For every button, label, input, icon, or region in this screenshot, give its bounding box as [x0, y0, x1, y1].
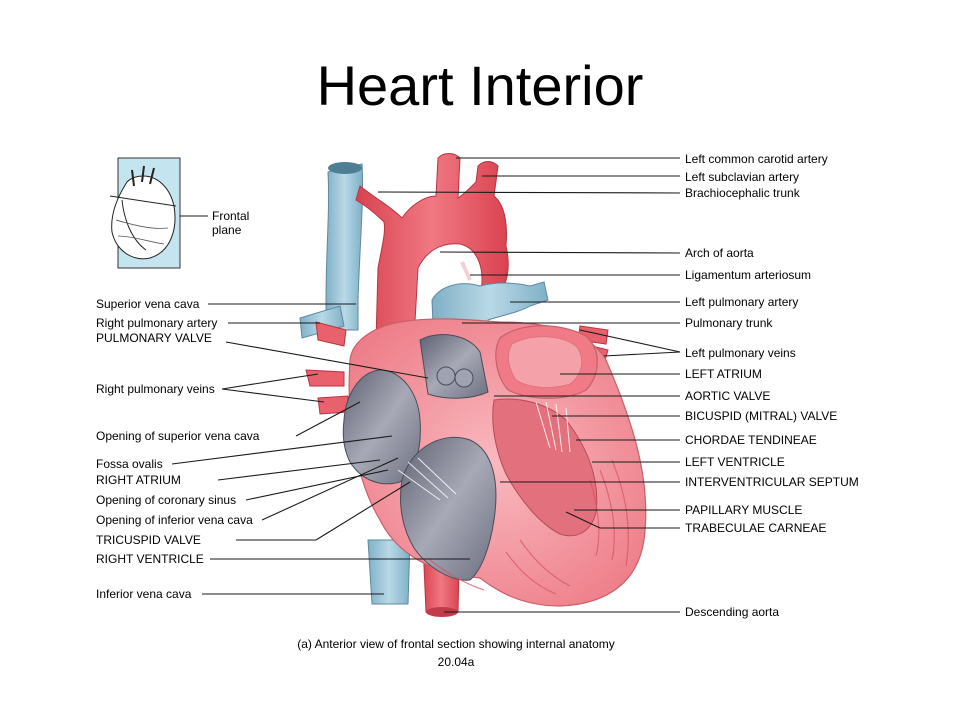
label-pulmonary-trunk: Pulmonary trunk [685, 316, 773, 330]
label-pulmonary-valve: PULMONARY VALVE [96, 331, 212, 345]
aorta-arch-shape [355, 153, 509, 341]
label-right-atrium: RIGHT ATRIUM [96, 473, 181, 487]
figure-caption: (a) Anterior view of frontal section sho… [297, 637, 615, 651]
label-trabeculae-carneae: TRABECULAE CARNEAE [685, 521, 826, 535]
labels-right: Left common carotid artery Left subclavi… [685, 152, 859, 619]
label-descending-aorta: Descending aorta [685, 605, 779, 619]
figure-number: 20.04a [438, 655, 475, 669]
label-fossa-ovalis: Fossa ovalis [96, 457, 163, 471]
slide-title: Heart Interior [316, 54, 644, 117]
label-aortic-valve: AORTIC VALVE [685, 389, 770, 403]
left-ventricle-cavity-shape [492, 398, 598, 537]
leaders-left [171, 303, 470, 595]
label-brachiocephalic-trunk: Brachiocephalic trunk [685, 186, 801, 200]
label-opening-superior-vena-cava: Opening of superior vena cava [96, 429, 260, 443]
label-superior-vena-cava: Superior vena cava [96, 297, 200, 311]
leaders-right [377, 157, 681, 613]
inset-label-group: Frontal plane [212, 209, 249, 237]
label-right-pulmonary-veins: Right pulmonary veins [96, 382, 215, 396]
label-papillary-muscle: PAPILLARY MUSCLE [685, 503, 802, 517]
label-left-common-carotid-artery: Left common carotid artery [685, 152, 828, 166]
label-tricuspid-valve: TRICUSPID VALVE [96, 533, 201, 547]
label-right-ventricle: RIGHT VENTRICLE [96, 552, 204, 566]
heart-illustration [299, 153, 647, 617]
superior-vena-cava-shape [325, 163, 364, 331]
label-left-subclavian-artery: Left subclavian artery [685, 170, 799, 184]
label-left-atrium: LEFT ATRIUM [685, 367, 762, 381]
label-opening-coronary-sinus: Opening of coronary sinus [96, 493, 236, 507]
frontal-plane-inset [109, 157, 208, 269]
label-left-pulmonary-veins: Left pulmonary veins [685, 346, 796, 360]
label-interventricular-septum: INTERVENTRICULAR SEPTUM [685, 475, 859, 489]
label-opening-inferior-vena-cava: Opening of inferior vena cava [96, 513, 253, 527]
label-left-ventricle: LEFT VENTRICLE [685, 455, 785, 469]
label-left-pulmonary-artery: Left pulmonary artery [685, 295, 798, 309]
frontal-plane-label-line2: plane [212, 223, 242, 237]
label-arch-of-aorta: Arch of aorta [685, 246, 754, 260]
label-right-pulmonary-artery: Right pulmonary artery [96, 316, 217, 330]
right-atrium-cavity-shape [342, 369, 421, 485]
frontal-plane-label: Frontal [212, 209, 249, 223]
label-chordae-tendineae: CHORDAE TENDINEAE [685, 433, 817, 447]
label-inferior-vena-cava: Inferior vena cava [96, 587, 192, 601]
label-ligamentum-arteriosum: Ligamentum arteriosum [685, 268, 811, 282]
label-bicuspid-mitral-valve: BICUSPID (MITRAL) VALVE [685, 409, 837, 423]
labels-left: Superior vena cava Right pulmonary arter… [96, 297, 260, 601]
right-ventricle-cavity-shape [400, 436, 497, 581]
